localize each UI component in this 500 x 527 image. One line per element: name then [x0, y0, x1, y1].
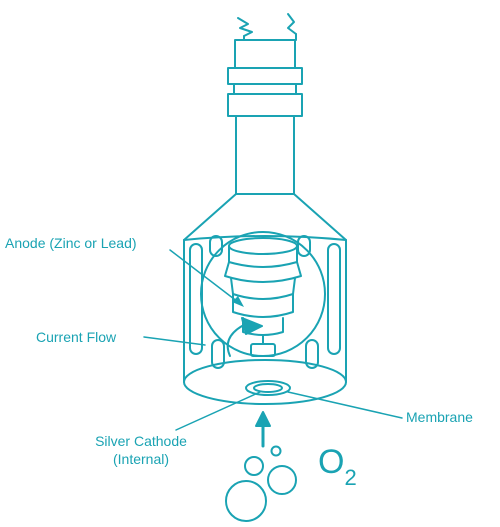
cathode-leader	[175, 391, 261, 431]
silver-cathode-line1: Silver Cathode	[95, 433, 187, 449]
membrane-label: Membrane	[406, 409, 473, 425]
oxygen-bubbles	[225, 445, 297, 522]
sensor-shoulder	[183, 193, 347, 241]
connector	[227, 67, 303, 117]
oxygen-symbol: O	[318, 443, 345, 481]
current-flow-arrow	[226, 317, 263, 357]
leader-lines	[143, 249, 403, 431]
oxygen-formula: O2	[318, 442, 357, 490]
current-flow-label: Current Flow	[36, 329, 117, 345]
anode-label: Anode (Zinc or Lead)	[5, 235, 137, 251]
silver-cathode-line2: (Internal)	[112, 451, 170, 467]
silver-cathode	[245, 380, 291, 396]
anode-assembly	[224, 237, 302, 357]
silver-cathode-label: Silver Cathode (Internal)	[66, 432, 216, 468]
sensor-neck	[235, 115, 295, 195]
current-flow-leader	[143, 336, 206, 346]
oxygen-inflow-arrow	[255, 411, 271, 448]
membrane-leader	[287, 391, 403, 419]
cable	[234, 13, 297, 69]
oxygen-subscript: 2	[344, 465, 357, 490]
cage-slots	[189, 235, 341, 369]
anode-leader	[169, 249, 239, 303]
sensor-body	[183, 235, 347, 405]
